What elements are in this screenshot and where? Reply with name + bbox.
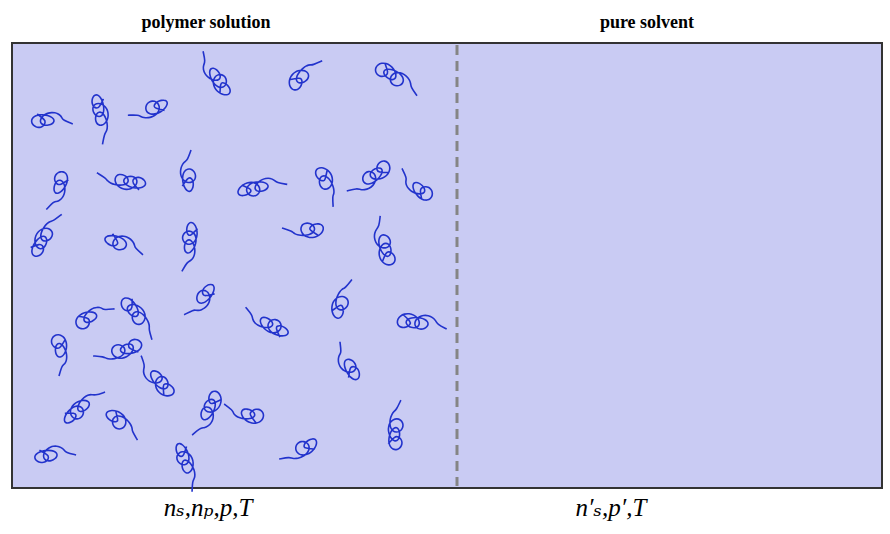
polymer-coil xyxy=(46,172,68,210)
polymer-coil xyxy=(76,307,115,328)
polymer-coil xyxy=(121,298,152,340)
polymer-coil xyxy=(374,216,395,265)
polymer-coil xyxy=(388,400,403,450)
polymer-coil xyxy=(35,446,76,462)
polymer-coil xyxy=(182,222,198,271)
polymer-coil xyxy=(316,168,334,207)
polymer-coil xyxy=(375,63,417,95)
polymer-coil xyxy=(192,391,221,435)
polymer-coil xyxy=(184,285,215,315)
polymer-coil xyxy=(128,100,167,118)
polymer-coil xyxy=(332,280,352,319)
polymer-coil xyxy=(282,223,323,237)
state-variables: nₛ,nₚ,p,T xyxy=(164,493,253,522)
region-heading: polymer solution xyxy=(141,12,270,33)
region: polymer solutionnₛ,nₚ,p,T xyxy=(12,43,457,488)
polymer-coil xyxy=(338,342,359,380)
membrane xyxy=(456,45,459,486)
polymer-coil xyxy=(203,51,230,95)
state-variables: n′ₛ,p′,T xyxy=(576,493,647,522)
polymer-coil xyxy=(105,234,143,255)
polymer-coil xyxy=(238,178,287,196)
polymer-coil xyxy=(106,410,137,440)
polymer-coil xyxy=(92,95,108,144)
polymer-coil xyxy=(347,161,390,191)
polymer-coil xyxy=(397,314,446,329)
polymer-coil xyxy=(176,444,195,492)
polymer-coil xyxy=(289,61,322,90)
region-heading: pure solvent xyxy=(600,12,694,33)
polymer-coil xyxy=(224,404,263,423)
polymer-coil xyxy=(32,113,73,128)
polymer-coil xyxy=(141,356,174,396)
polymer-coil xyxy=(52,335,67,376)
polymer-coil xyxy=(181,150,196,191)
region: pure solventn′ₛ,p′,T xyxy=(457,43,882,488)
polymer-coil xyxy=(31,214,62,256)
polymer-coil xyxy=(246,307,289,337)
polymer-coil xyxy=(64,392,105,423)
polymer-coil xyxy=(93,339,142,359)
container xyxy=(12,43,882,488)
polymer-coil xyxy=(279,439,316,459)
polymer-coil xyxy=(97,173,146,190)
polymer-coil xyxy=(402,168,432,200)
polymer-coils xyxy=(31,51,447,491)
